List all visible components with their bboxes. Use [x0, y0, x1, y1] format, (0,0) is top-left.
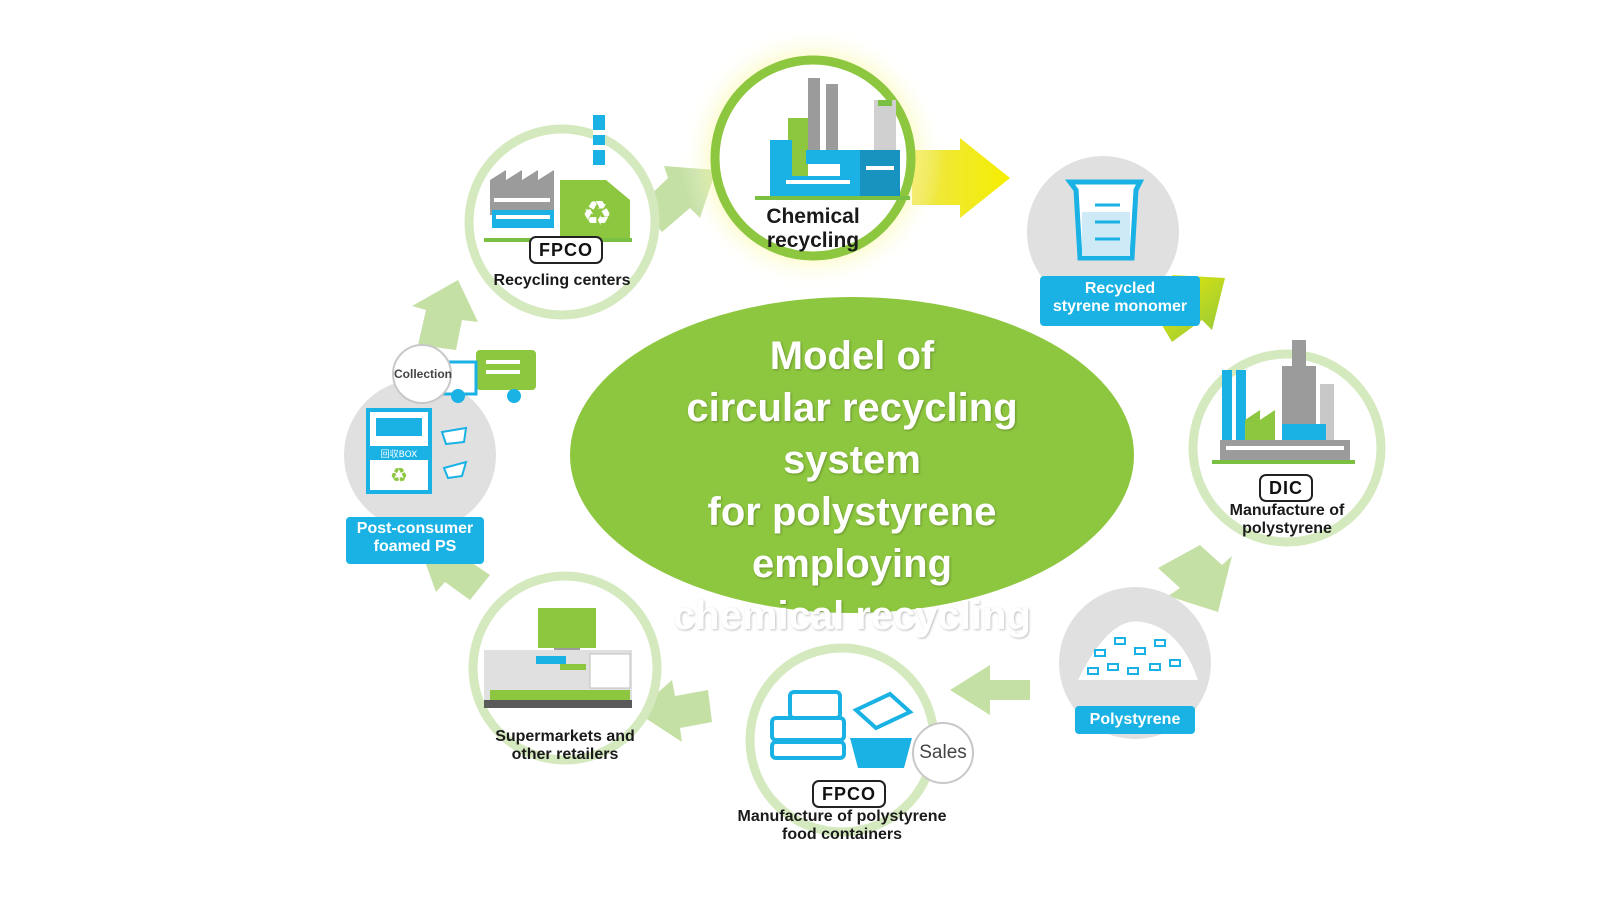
food-container-icon: [770, 690, 914, 768]
center-title: Model of circular recycling system for p…: [612, 330, 1092, 642]
recycle-symbol-icon: ♻: [582, 194, 612, 234]
dic-badge: DIC: [1259, 474, 1313, 502]
store-icon: [484, 608, 632, 708]
arrow-postconsumer-to-centers: [412, 280, 478, 350]
polystyrene-tag: Polystyrene: [1075, 706, 1195, 734]
center-title-line-4: chemical recycling: [673, 594, 1031, 638]
retailers-label: Supermarkets and other retailers: [480, 728, 650, 765]
recycled-monomer-line-1: Recycled: [1084, 280, 1156, 297]
arrow-manufacture-to-polystyrene: [1158, 545, 1232, 612]
sales-label: Sales: [919, 742, 967, 763]
beaker-icon: [1065, 179, 1145, 261]
sales-bubble: Sales: [912, 722, 974, 784]
post-consumer-line-1: Post-consumer: [356, 520, 474, 537]
center-title-line-2: circular recycling system: [686, 386, 1018, 482]
center-title-line-3: for polystyrene employing: [707, 490, 997, 586]
recycling-centers-label: Recycling centers: [493, 272, 631, 289]
food-containers-label: Manufacture of polystyrene food containe…: [722, 808, 962, 845]
post-consumer-line-2: foamed PS: [373, 537, 457, 555]
center-ellipse: [570, 297, 1134, 613]
manufacture-ps-line-1: Manufacture of: [1229, 502, 1345, 519]
arrow-polystyrene-to-containers: [950, 665, 1030, 715]
manufacture-ps-line-2: polystyrene: [1242, 520, 1332, 538]
box-label: 回収BOX: [381, 448, 418, 460]
collection-label: Collection: [394, 367, 453, 381]
fpco-containers-badge: FPCO: [812, 780, 887, 808]
pellets-icon: [1078, 621, 1198, 680]
food-containers-line-1: Manufacture of polystyrene: [737, 808, 947, 825]
collection-box-icon: 回収BOX ♻: [366, 408, 468, 494]
fpco-centers-badge: FPCO: [529, 236, 604, 264]
center-title-line-1: Model of: [769, 334, 935, 378]
post-consumer-tag: Post-consumer foamed PS: [346, 517, 484, 564]
recycle-icon: ♻: [390, 463, 408, 487]
chemical-plant-icon: [770, 78, 900, 198]
collection-bubble: Collection: [392, 344, 452, 404]
factory-icon: [1220, 340, 1350, 462]
recycled-monomer-line-2: styrene monomer: [1052, 297, 1188, 315]
truck-icon: [440, 350, 536, 403]
recycling-center-icon: ♻: [490, 115, 630, 240]
recycled-monomer-tag: Recycled styrene monomer: [1040, 276, 1200, 326]
food-containers-line-2: food containers: [781, 826, 902, 844]
manufacture-ps-label: Manufacture of polystyrene: [1207, 502, 1367, 539]
retailers-line-1: Supermarkets and: [495, 728, 635, 745]
chemical-recycling-label: Chemical recycling: [766, 205, 860, 253]
retailers-line-2: other retailers: [511, 746, 619, 764]
